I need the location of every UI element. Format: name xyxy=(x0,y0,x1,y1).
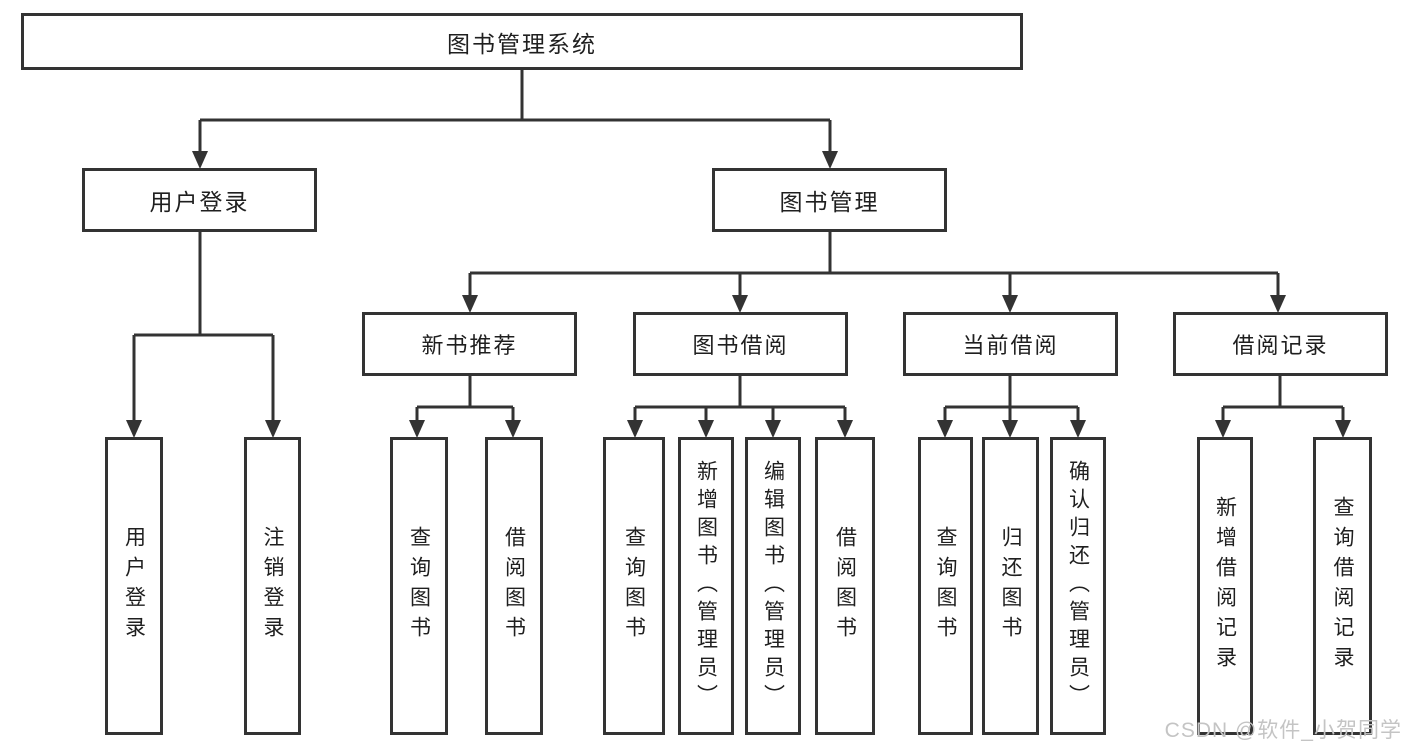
node-leaf-edit-book-admin: 编辑图书（管理员） xyxy=(745,437,801,735)
node-leaf-user-login: 用户登录 xyxy=(105,437,163,735)
arrowhead xyxy=(126,420,142,438)
node-new-book-recommend: 新书推荐 xyxy=(362,312,577,376)
arrowhead xyxy=(698,420,714,438)
arrowhead xyxy=(462,295,478,313)
node-book-borrow: 图书借阅 xyxy=(633,312,848,376)
arrowhead xyxy=(505,420,521,438)
arrowhead xyxy=(192,151,208,169)
node-leaf-query-book-borrow: 查询图书 xyxy=(603,437,665,735)
arrowhead xyxy=(265,420,281,438)
connector-current-borrow-branch xyxy=(943,376,1080,421)
arrowhead xyxy=(627,420,643,438)
node-current-borrow: 当前借阅 xyxy=(903,312,1118,376)
node-leaf-borrow-book: 借阅图书 xyxy=(815,437,875,735)
arrowhead xyxy=(409,420,425,438)
arrowhead xyxy=(1002,295,1018,313)
node-root: 图书管理系统 xyxy=(21,13,1023,70)
node-leaf-borrow-book-recommend: 借阅图书 xyxy=(485,437,543,735)
csdn-watermark: CSDN @软件_小贺同学 xyxy=(1164,719,1402,742)
connector-new-book-branch xyxy=(415,376,515,421)
node-leaf-add-book-admin: 新增图书（管理员） xyxy=(678,437,734,735)
node-leaf-query-borrow-record: 查询借阅记录 xyxy=(1313,437,1372,735)
node-borrow-records: 借阅记录 xyxy=(1173,312,1388,376)
node-book-management: 图书管理 xyxy=(712,168,947,232)
arrowhead xyxy=(1270,295,1286,313)
arrowhead xyxy=(1070,420,1086,438)
node-leaf-add-borrow-record: 新增借阅记录 xyxy=(1197,437,1253,735)
node-leaf-confirm-return-admin: 确认归还（管理员） xyxy=(1050,437,1106,735)
connector-book-management-branch xyxy=(468,232,1280,296)
arrowhead xyxy=(822,151,838,169)
connector-borrow-records-branch xyxy=(1221,376,1345,421)
node-leaf-query-book-recommend: 查询图书 xyxy=(390,437,448,735)
connector-root-to-level2 xyxy=(198,70,832,152)
connector-book-borrow-branch xyxy=(633,376,847,421)
node-user-login: 用户登录 xyxy=(82,168,317,232)
node-leaf-return-book: 归还图书 xyxy=(982,437,1039,735)
arrowhead xyxy=(1215,420,1231,438)
arrowhead xyxy=(937,420,953,438)
arrowhead xyxy=(1335,420,1351,438)
arrowhead xyxy=(1002,420,1018,438)
node-leaf-logout: 注销登录 xyxy=(244,437,301,735)
arrowhead xyxy=(837,420,853,438)
node-leaf-query-book-current: 查询图书 xyxy=(918,437,973,735)
connector-user-login-branch xyxy=(132,232,275,421)
arrowhead xyxy=(765,420,781,438)
arrowhead xyxy=(732,295,748,313)
